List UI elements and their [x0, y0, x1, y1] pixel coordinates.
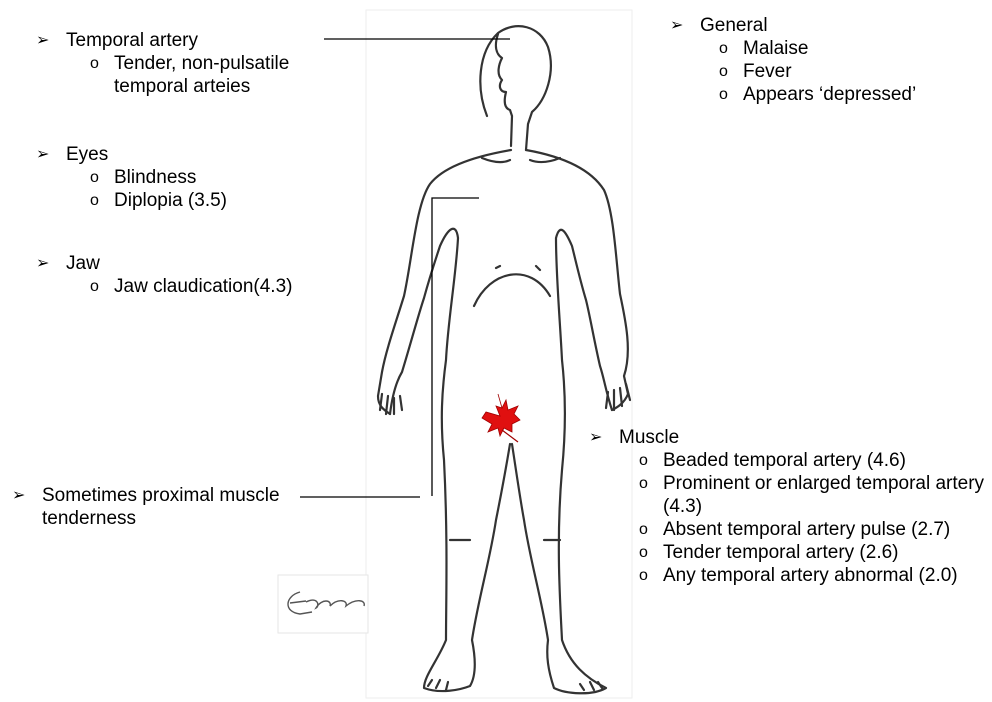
callout-heading: Jaw: [66, 252, 100, 275]
list-item-text: Fever: [743, 60, 980, 83]
callout-heading: Sometimes proximal muscle tenderness: [42, 484, 302, 530]
circle-bullet-icon: o: [717, 37, 743, 60]
callout-heading: Temporal artery: [66, 29, 198, 52]
signature-card: [278, 575, 368, 633]
list-item-text: Any temporal artery abnormal (2.0): [663, 564, 989, 587]
circle-bullet-icon: o: [88, 166, 114, 189]
list-item-text: Prominent or enlarged temporal artery (4…: [663, 472, 989, 518]
list-item: o Tender, non-pulsatile temporal arteies: [88, 52, 336, 98]
list-item-text: Tender, non-pulsatile temporal arteies: [114, 52, 336, 98]
circle-bullet-icon: o: [637, 564, 663, 587]
list-item: o Beaded temporal artery (4.6): [637, 449, 989, 472]
callout-muscle: ➢ Muscle o Beaded temporal artery (4.6) …: [589, 426, 989, 587]
circle-bullet-icon: o: [637, 518, 663, 541]
arrow-bullet-icon: ➢: [670, 14, 700, 37]
circle-bullet-icon: o: [637, 472, 663, 495]
circle-bullet-icon: o: [88, 52, 114, 75]
list-item: o Absent temporal artery pulse (2.7): [637, 518, 989, 541]
list-item: o Tender temporal artery (2.6): [637, 541, 989, 564]
list-item-text: Beaded temporal artery (4.6): [663, 449, 989, 472]
list-item-text: Diplopia (3.5): [114, 189, 316, 212]
list-item: o Fever: [717, 60, 980, 83]
list-item-text: Blindness: [114, 166, 316, 189]
circle-bullet-icon: o: [88, 275, 114, 298]
circle-bullet-icon: o: [637, 449, 663, 472]
list-item-text: Jaw claudication(4.3): [114, 275, 366, 298]
list-item: o Prominent or enlarged temporal artery …: [637, 472, 989, 518]
callout-heading: General: [700, 14, 768, 37]
callout-general: ➢ General o Malaise o Fever o Appears ‘d…: [670, 14, 980, 106]
list-item: o Jaw claudication(4.3): [88, 275, 366, 298]
callout-heading: Muscle: [619, 426, 679, 449]
circle-bullet-icon: o: [637, 541, 663, 564]
list-item: o Any temporal artery abnormal (2.0): [637, 564, 989, 587]
list-item-text: Absent temporal artery pulse (2.7): [663, 518, 989, 541]
circle-bullet-icon: o: [717, 60, 743, 83]
arrow-bullet-icon: ➢: [36, 143, 66, 166]
list-item-text: Tender temporal artery (2.6): [663, 541, 989, 564]
circle-bullet-icon: o: [717, 83, 743, 106]
list-item-text: Malaise: [743, 37, 980, 60]
list-item: o Diplopia (3.5): [88, 189, 316, 212]
circle-bullet-icon: o: [88, 189, 114, 212]
arrow-bullet-icon: ➢: [589, 426, 619, 449]
list-item: o Appears ‘depressed’: [717, 83, 980, 106]
arrow-bullet-icon: ➢: [36, 252, 66, 275]
callout-eyes: ➢ Eyes o Blindness o Diplopia (3.5): [36, 143, 316, 212]
list-item: o Blindness: [88, 166, 316, 189]
list-item: o Malaise: [717, 37, 980, 60]
list-item-text: Appears ‘depressed’: [743, 83, 980, 106]
callout-proximal-muscle: ➢ Sometimes proximal muscle tenderness: [12, 484, 302, 530]
figure-panel: [366, 10, 632, 698]
arrow-bullet-icon: ➢: [12, 484, 42, 507]
arrow-bullet-icon: ➢: [36, 29, 66, 52]
callout-temporal-artery: ➢ Temporal artery o Tender, non-pulsatil…: [36, 29, 336, 98]
callout-jaw: ➢ Jaw o Jaw claudication(4.3): [36, 252, 366, 298]
callout-heading: Eyes: [66, 143, 108, 166]
